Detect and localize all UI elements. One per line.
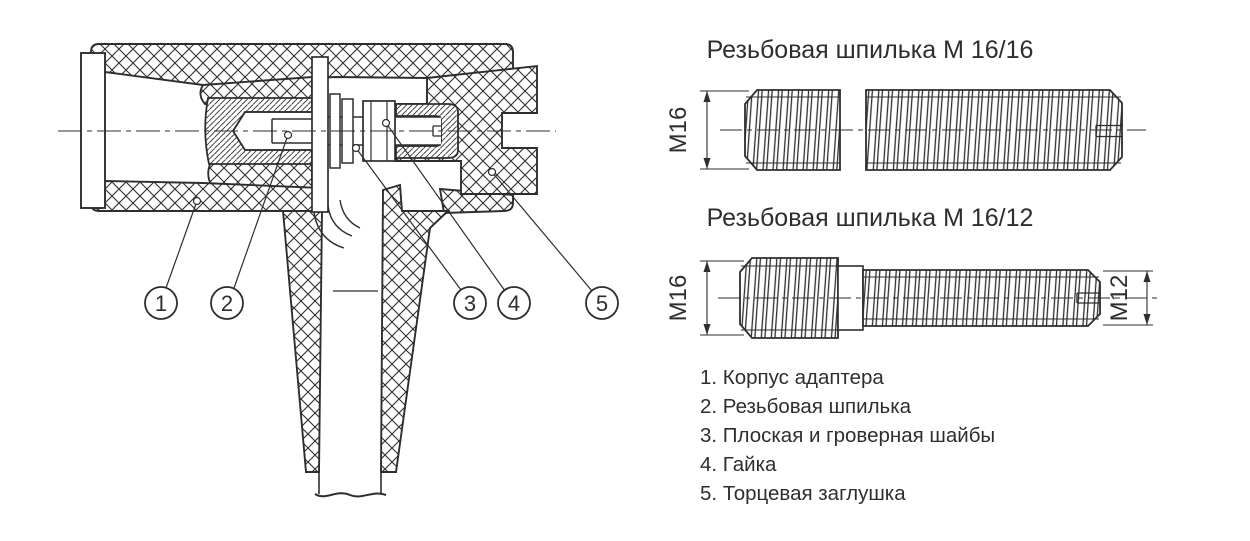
terminal-plate — [311, 56, 361, 249]
cable-break — [314, 290, 387, 498]
legend-item-2: 2. Резьбовая шпилька — [700, 395, 912, 418]
dimension-m16-stud2: М16 — [665, 260, 744, 336]
callouts: 1 2 3 4 5 — [144, 286, 619, 320]
body-bottom-wall-right — [438, 187, 514, 214]
callout-1-number: 1 — [155, 291, 167, 316]
callout-4-number: 4 — [508, 291, 520, 316]
stud-end-slot — [432, 125, 441, 137]
legend-item-4: 4. Гайка — [700, 453, 777, 476]
stud-m16-12-title: Резьбовая шпилька М 16/12 — [707, 204, 1034, 232]
break-wave — [314, 492, 387, 498]
stud-m16-16-slot — [1095, 124, 1123, 138]
callout-5-number: 5 — [596, 291, 608, 316]
callout-3-number: 3 — [464, 291, 476, 316]
stud1-dim-m16-label: М16 — [665, 107, 692, 154]
stud-m16-16-title: Резьбовая шпилька М 16/16 — [707, 36, 1034, 64]
adapter-assembly-section: 1 2 3 4 5 — [58, 43, 619, 498]
stud2-dim-m16-label: М16 — [665, 275, 692, 322]
stud-m16-12-slot — [1076, 292, 1101, 304]
callout-2: 2 — [210, 286, 244, 320]
dimension-m16-stud1: М16 — [665, 90, 749, 170]
callout-5: 5 — [585, 286, 619, 320]
leader-lines — [165, 118, 593, 292]
stem-wall-right — [380, 183, 451, 473]
terminal-bend-lines — [313, 199, 361, 249]
legend-item-1: 1. Корпус адаптера — [700, 366, 884, 389]
legend-item-3: 3. Плоская и гроверная шайбы — [700, 424, 995, 447]
callout-3: 3 — [453, 286, 487, 320]
stem-wall-left — [281, 210, 323, 473]
stud-m16-16: Резьбовая шпилька М 16/16 М16 — [665, 36, 1146, 171]
body-top-wall — [90, 43, 514, 86]
callout-2-number: 2 — [221, 291, 233, 316]
parts-legend: 1. Корпус адаптера 2. Резьбовая шпилька … — [700, 366, 995, 505]
legend-item-5: 5. Торцевая заглушка — [700, 482, 906, 505]
stud-m16-12: Резьбовая шпилька М 16/12 М16 М12 — [665, 204, 1160, 339]
callout-4: 4 — [497, 286, 531, 320]
callout-1: 1 — [144, 286, 178, 320]
